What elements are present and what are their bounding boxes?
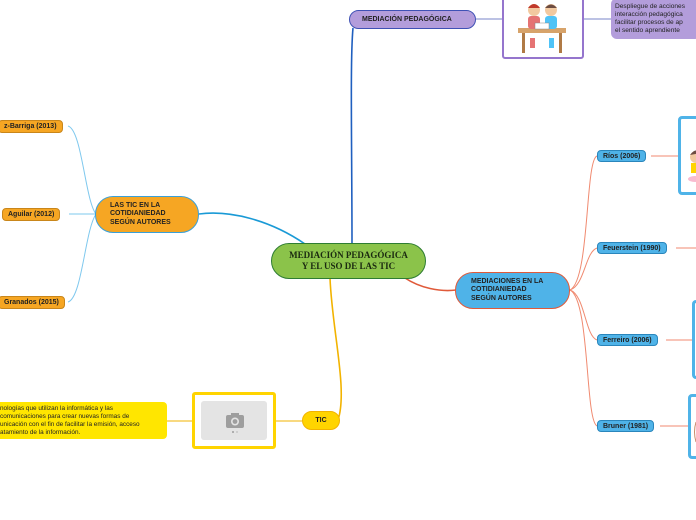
link-left-3 (68, 214, 96, 302)
tic-desc-line3: unicación con el fin de facilitar la emi… (0, 421, 140, 428)
author-label: Granados (2015) (4, 299, 59, 306)
bruner-image[interactable] (688, 394, 696, 459)
child-illustration (681, 119, 696, 192)
rios-image[interactable] (678, 116, 696, 195)
author-label: Ríos (2006) (603, 153, 640, 160)
link-left-1 (68, 126, 96, 214)
ferreiro-image[interactable] (692, 300, 696, 379)
author-node-rios[interactable]: Ríos (2006) (597, 150, 646, 162)
author-node-bruner[interactable]: Bruner (1981) (597, 420, 654, 432)
author-node-left-1[interactable]: z-Barriga (2013) (0, 120, 63, 133)
central-title-line1: MEDIACIÓN PEDAGÓGICA (289, 250, 408, 260)
mediacion-pedagogica-label: MEDIACIÓN PEDAGÓGICA (362, 16, 452, 23)
mp-desc-line4: el sentido aprendiente (615, 27, 680, 34)
author-label: Bruner (1981) (603, 423, 648, 430)
author-label: z-Barriga (2013) (4, 123, 57, 130)
mp-desc-line1: Despliegue de acciones (615, 3, 685, 10)
tic-desc-line2: comunicaciones para crear nuevas formas … (0, 413, 129, 420)
link-right-2 (570, 248, 597, 290)
children-reading-icon (504, 0, 582, 57)
camera-placeholder-icon (223, 410, 247, 434)
author-node-feuerstein[interactable]: Feuerstein (1990) (597, 242, 667, 254)
mediaciones-line2: COTIDIANIEDAD (471, 286, 527, 293)
tic-desc-line4: atamiento de la información. (0, 429, 80, 436)
tic-node[interactable]: TIC (302, 411, 340, 430)
tic-description[interactable]: nologías que utilizan la informática y l… (0, 402, 167, 439)
link-right-1 (570, 156, 597, 290)
author-node-ferreiro[interactable]: Ferreiro (2006) (597, 334, 658, 346)
mp-desc-line3: facilitar procesos de ap (615, 19, 683, 26)
author-label: Feuerstein (1990) (603, 245, 661, 252)
tic-desc-line1: nologías que utilizan la informática y l… (0, 405, 113, 412)
bruner-illustration (691, 397, 696, 456)
author-node-left-3[interactable]: Granados (2015) (0, 296, 65, 309)
link-central-mediaciones (405, 278, 456, 291)
author-label: Aguilar (2012) (8, 211, 54, 218)
tic-label: TIC (315, 417, 326, 424)
author-label: Ferreiro (2006) (603, 337, 652, 344)
tic-autores-line1: LAS TIC EN LA (110, 202, 160, 209)
children-reading-illustration[interactable] (502, 0, 584, 59)
link-central-tic (330, 278, 341, 420)
mediaciones-line1: MEDIACIONES EN LA (471, 278, 543, 285)
link-central-tic-autores (199, 213, 305, 244)
mediaciones-line3: SEGÚN AUTORES (471, 295, 532, 302)
mp-desc-line2: interacción pedagógica (615, 11, 683, 18)
tic-autores-line2: COTIDIANIEDAD (110, 210, 166, 217)
central-title-line2: Y EL USO DE LAS TIC (302, 261, 395, 271)
mediacion-pedagogica-node[interactable]: MEDIACIÓN PEDAGÓGICA (349, 10, 476, 29)
tic-image-placeholder[interactable] (192, 392, 276, 449)
mediacion-pedagogica-description[interactable]: Despliegue de acciones interacción pedag… (611, 0, 696, 39)
link-central-mp (351, 28, 353, 245)
author-node-left-2[interactable]: Aguilar (2012) (2, 208, 60, 221)
tic-autores-line3: SEGÚN AUTORES (110, 219, 171, 226)
